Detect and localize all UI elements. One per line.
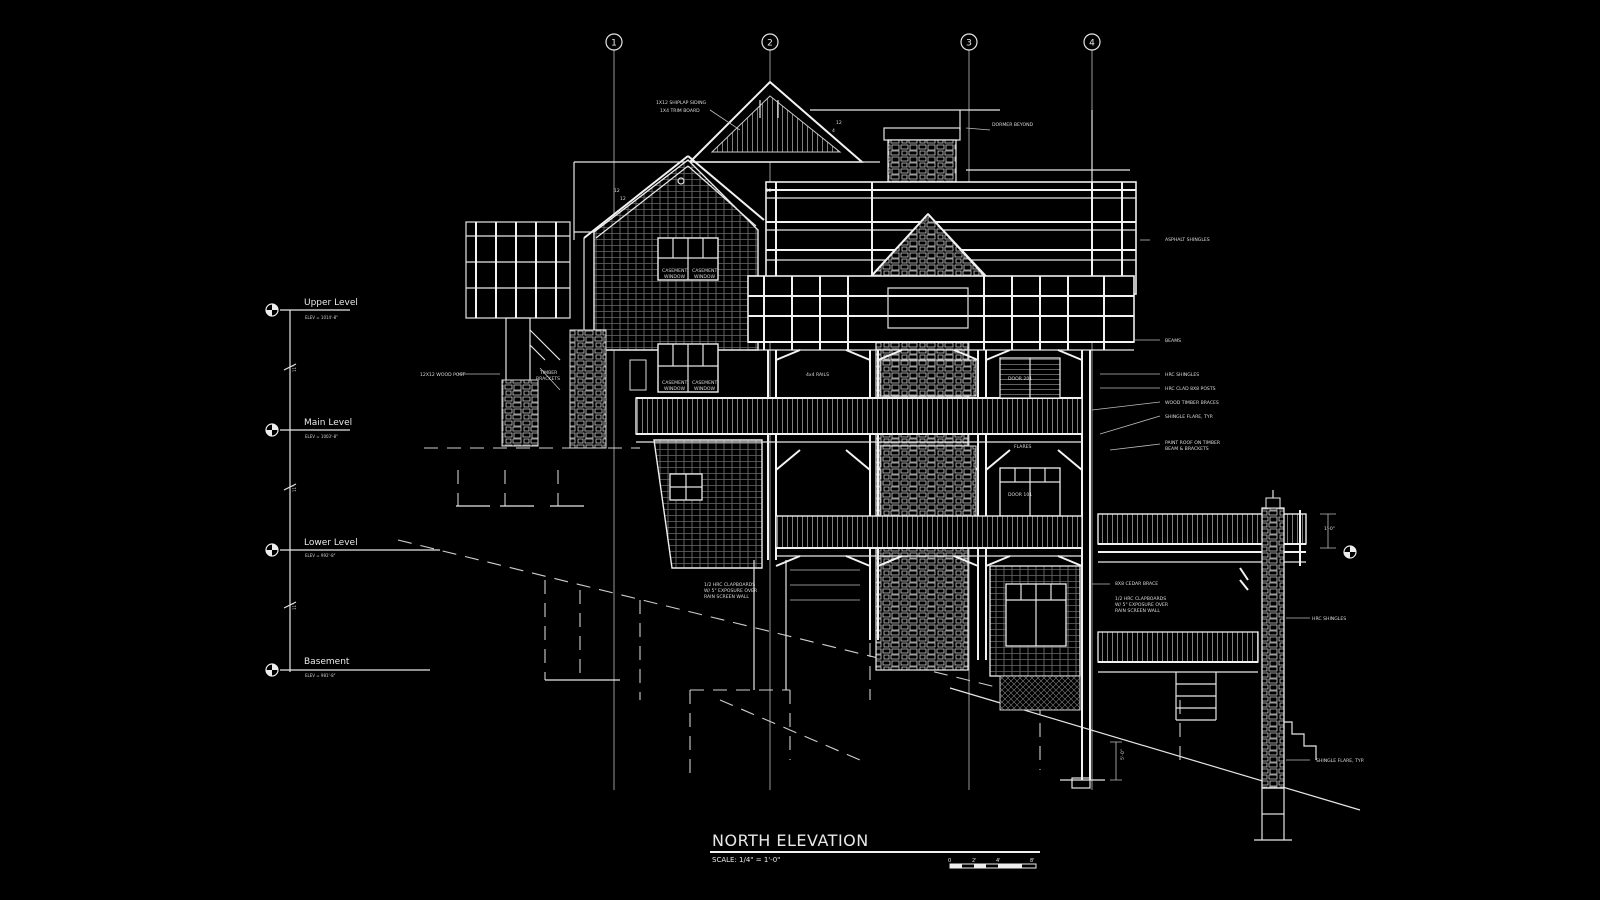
note-clapboards-3: RAIN SCREEN WALL <box>1115 608 1160 614</box>
roof-pitch-1: 12 <box>614 188 620 194</box>
window-label-3b: WINDOW <box>664 386 685 392</box>
note-hrc-shingles-2: HRC SHINGLES <box>1312 616 1346 622</box>
roof-pitch-2: 12 <box>766 188 772 194</box>
svg-text:Lower Level: Lower Level <box>304 538 358 548</box>
svg-text:2: 2 <box>767 39 773 49</box>
door-label-101: DOOR 101 <box>1008 492 1032 498</box>
grid-marker-1: 1 <box>605 33 623 51</box>
note-trim: 1X4 TRIM BOARD <box>660 108 700 114</box>
window-label-2a: CASEMENT <box>692 268 717 274</box>
grid-marker-2: 2 <box>761 33 779 51</box>
svg-text:ELEV = 981'-8": ELEV = 981'-8" <box>305 673 336 678</box>
note-mid-clap-2: W/ 5" EXPOSURE OVER <box>704 588 758 594</box>
svg-text:ELEV = 1014'-8": ELEV = 1014'-8" <box>305 315 338 320</box>
svg-text:1: 1 <box>611 39 617 49</box>
annotations: 1X12 SHIPLAP SIDING 1X4 TRIM BOARD DORME… <box>420 100 1364 781</box>
note-beams: BEAMS <box>1165 338 1181 344</box>
svg-text:ELEV = 1003'-8": ELEV = 1003'-8" <box>305 434 338 439</box>
drawing-scale: SCALE: 1/4" = 1'-0" <box>712 856 780 864</box>
left-pergola <box>465 221 571 447</box>
pitch-value-2: 12 <box>620 196 626 202</box>
level-dimension-line: 11' 11' 11' <box>283 310 297 672</box>
note-dormer: DORMER BEYOND <box>992 122 1034 128</box>
note-mid-clap-3: RAIN SCREEN WALL <box>704 594 749 600</box>
scale-bar: 0 2' 4' 8' <box>948 858 1037 869</box>
level-marker-upper: Upper Level ELEV = 1014'-8" <box>265 298 358 320</box>
window-label-1b: WINDOW <box>664 274 685 280</box>
window-label-3a: CASEMENT <box>662 380 687 386</box>
svg-text:11': 11' <box>292 604 297 610</box>
note-rails: 4x4 RAILS <box>806 372 829 378</box>
svg-text:4: 4 <box>1089 39 1095 49</box>
svg-text:Main Level: Main Level <box>304 418 352 428</box>
note-hrc-shingles: HRC SHINGLES <box>1165 372 1199 378</box>
deck-dimension: 1'-0" <box>1324 526 1335 532</box>
note-shingle-flare-2: SHINGLE FLARE, TYP. <box>1316 758 1364 764</box>
svg-text:2': 2' <box>972 858 977 864</box>
grid-marker-3: 3 <box>960 33 978 51</box>
footing-dimension: 5'-0" <box>1120 749 1126 760</box>
note-shingle-flare: SHINGLE FLARE, TYP. <box>1165 414 1213 420</box>
upper-deck <box>747 275 1135 351</box>
svg-text:Upper Level: Upper Level <box>304 298 358 308</box>
main-level-frame <box>635 349 1091 780</box>
note-beam-brackets: BEAM & BRACKETS <box>1165 446 1209 452</box>
deck-level-marker <box>1343 545 1357 559</box>
grid-marker-4: 4 <box>1083 33 1101 51</box>
door-label-201: DOOR 201 <box>1008 376 1032 382</box>
note-cedar-brace: 8X8 CEDAR BRACE <box>1115 581 1158 587</box>
note-post: 12X12 WOOD POST <box>420 372 465 378</box>
svg-text:ELEV = 992'-8": ELEV = 992'-8" <box>305 553 336 558</box>
window-label-4b: WINDOW <box>694 386 715 392</box>
left-gable-wing <box>569 155 765 449</box>
svg-text:Basement: Basement <box>304 657 350 667</box>
svg-text:8': 8' <box>1030 858 1035 864</box>
right-deck <box>1097 490 1317 841</box>
svg-text:4': 4' <box>996 858 1001 864</box>
svg-text:3: 3 <box>966 39 972 49</box>
level-marker-lower: Lower Level ELEV = 992'-8" <box>265 538 440 558</box>
pitch-value-1: 4 <box>832 128 835 134</box>
level-marker-basement: Basement ELEV = 981'-8" <box>265 657 430 678</box>
window-label-1a: CASEMENT <box>662 268 687 274</box>
note-shiplap: 1X12 SHIPLAP SIDING <box>656 100 707 106</box>
note-timber-braces: WOOD TIMBER BRACES <box>1165 400 1219 406</box>
window-label-2b: WINDOW <box>694 274 715 280</box>
svg-text:0: 0 <box>948 858 951 864</box>
level-marker-main: Main Level ELEV = 1003'-8" <box>265 418 352 439</box>
drawing-title: NORTH ELEVATION <box>712 831 869 850</box>
note-asphalt: ASPHALT SHINGLES <box>1165 237 1210 243</box>
title-block: NORTH ELEVATION SCALE: 1/4" = 1'-0" 0 2'… <box>710 831 1040 869</box>
lower-level-wing <box>989 565 1081 711</box>
note-paint: PAINT ROOF ON TIMBER <box>1165 440 1221 446</box>
leader-lines <box>458 109 1310 761</box>
main-gable <box>573 80 1000 240</box>
window-label-4a: CASEMENT <box>692 380 717 386</box>
note-clad-posts: HRC CLAD 8X8 POSTS <box>1165 386 1216 392</box>
note-flares: FLARES <box>1014 444 1032 450</box>
svg-text:11': 11' <box>292 366 297 372</box>
note-clapboards-2: W/ 5" EXPOSURE OVER <box>1115 602 1169 608</box>
lower-left-wing <box>653 439 860 690</box>
roof-pitch-3: 12 <box>836 120 842 126</box>
svg-text:11': 11' <box>292 486 297 492</box>
note-mid-clap-1: 1/2 HRC CLAPBOARDS <box>704 582 755 588</box>
note-clapboards-1: 1/2 HRC CLAPBOARDS <box>1115 596 1166 602</box>
note-timber-1: TIMBER <box>539 370 558 376</box>
note-timber-2: BRACKETS <box>536 376 560 382</box>
